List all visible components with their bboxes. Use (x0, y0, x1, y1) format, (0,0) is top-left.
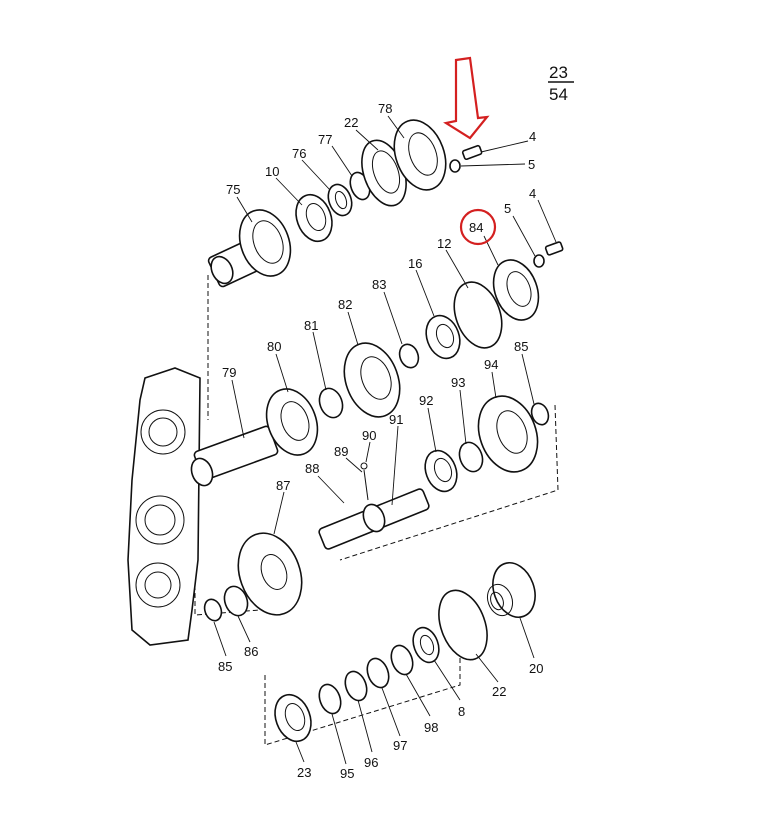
highlight-arrow-icon (443, 56, 490, 140)
main-shaft-91 (318, 462, 430, 550)
page-number-top: 23 (549, 63, 568, 82)
part-label: 85 (218, 659, 232, 674)
part-label: 92 (419, 393, 433, 408)
part-label: 94 (484, 357, 498, 372)
page-reference: 23 54 (548, 63, 574, 104)
gear-94 (477, 395, 539, 473)
highlight-circle-icon (459, 208, 497, 246)
part-label: 98 (424, 720, 438, 735)
part-label: 79 (222, 365, 236, 380)
gear-75 (238, 209, 292, 277)
part-label: 20 (529, 661, 543, 676)
part-labels: 75 10 76 77 22 78 4 5 84 5 4 12 16 83 82… (218, 101, 543, 781)
part-label: 86 (244, 644, 258, 659)
part-label: 89 (334, 444, 348, 459)
part-label: 76 (292, 146, 306, 161)
part-label: 88 (305, 461, 319, 476)
part-label: 81 (304, 318, 318, 333)
gearbox-housing (127, 367, 201, 646)
shaft-79-assembly (190, 388, 319, 487)
lower-left-gear-assembly (203, 532, 303, 622)
part-label: 80 (267, 339, 281, 354)
part-label: 16 (408, 256, 422, 271)
part-label: 5 (504, 201, 511, 216)
part-label: 75 (226, 182, 240, 197)
bottom-assembly (274, 562, 536, 743)
part-label: 22 (344, 115, 358, 130)
part-label: 5 (528, 157, 535, 172)
part-label: 8 (458, 704, 465, 719)
part-label: 91 (389, 412, 403, 427)
part-label: 96 (364, 755, 378, 770)
part-label: 23 (297, 765, 311, 780)
part-label: 10 (265, 164, 279, 179)
middle-gear-assembly (318, 241, 564, 419)
part-label: 85 (514, 339, 528, 354)
upper-shaft-assembly (207, 119, 483, 288)
part-label: 93 (451, 375, 465, 390)
flange-20 (486, 562, 536, 618)
part-label: 97 (393, 738, 407, 753)
part-label: 87 (276, 478, 290, 493)
part-label: 90 (362, 428, 376, 443)
part-label: 22 (492, 684, 506, 699)
part-label-highlighted: 84 (469, 220, 483, 235)
gear-80 (265, 388, 319, 456)
part-label: 4 (529, 186, 536, 201)
part-label: 12 (437, 236, 451, 251)
page-number-bottom: 54 (549, 85, 568, 104)
part-label: 78 (378, 101, 392, 116)
gear-87 (237, 532, 303, 616)
right-gear-assembly (424, 395, 550, 493)
part-label: 4 (529, 129, 536, 144)
part-label: 95 (340, 766, 354, 781)
leader-lines (213, 115, 557, 765)
part-label: 83 (372, 277, 386, 292)
part-label: 82 (338, 297, 352, 312)
part-label: 77 (318, 132, 332, 147)
